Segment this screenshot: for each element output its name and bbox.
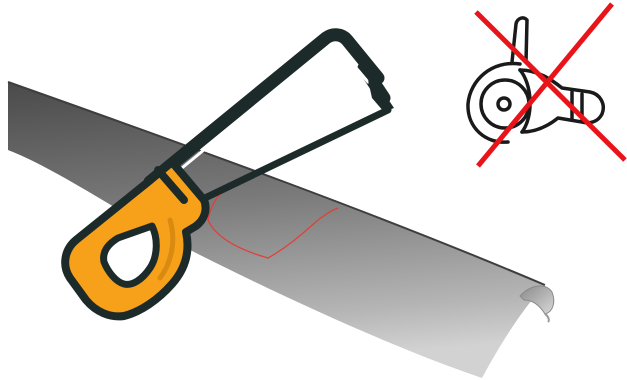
- grinder-guard: [468, 63, 520, 142]
- grinder-disc: [481, 80, 529, 128]
- red-x-icon: [476, 4, 625, 166]
- red-x-stroke-2: [478, 4, 612, 166]
- gutter-end-lip: [545, 314, 549, 322]
- hacksaw-frame: [150, 35, 384, 182]
- grinder-disc-nut: [498, 98, 510, 110]
